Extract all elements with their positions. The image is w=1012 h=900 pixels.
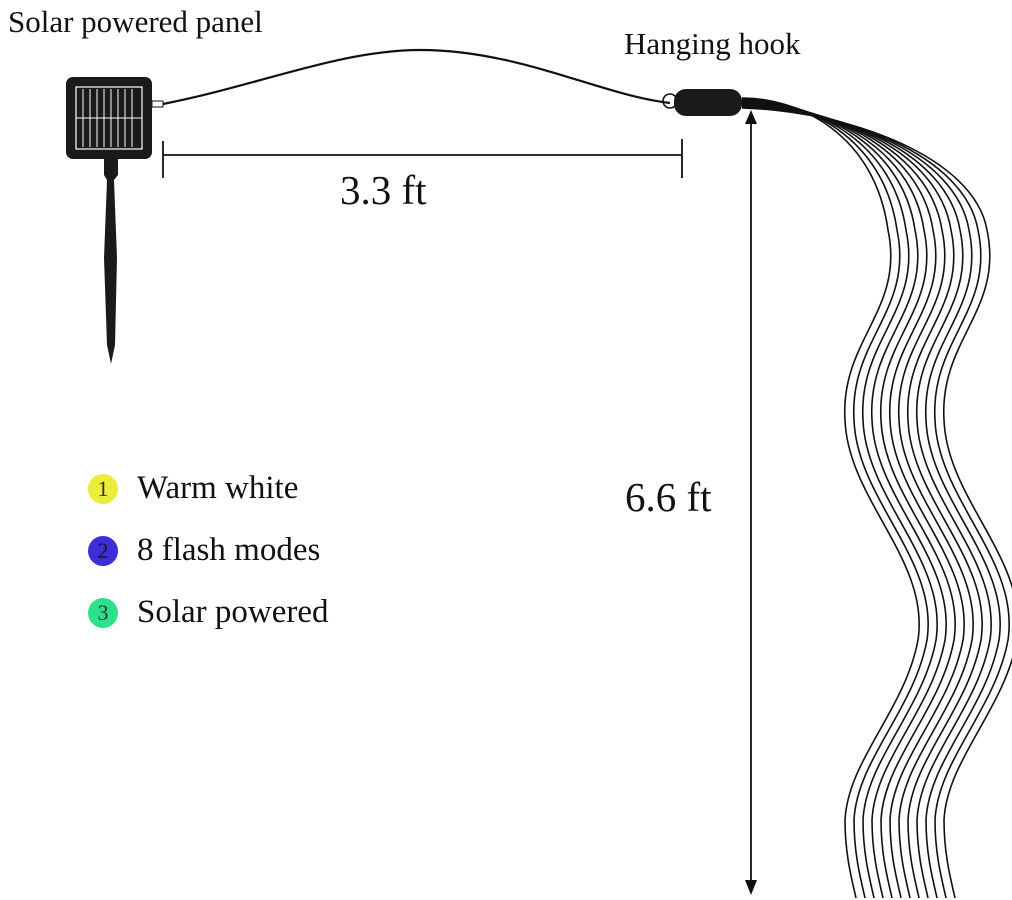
vertical-dimension — [745, 110, 757, 895]
light-strands-icon — [741, 97, 1012, 899]
light-strand — [741, 99, 938, 899]
light-strand — [741, 101, 965, 899]
hanging-hook-icon — [662, 89, 742, 116]
feature-number-badge: 1 — [88, 474, 118, 504]
connecting-wire — [162, 48, 671, 106]
light-strand — [741, 98, 929, 899]
feature-number-badge: 2 — [88, 536, 118, 566]
light-strand — [741, 107, 1012, 899]
solar-panel-label: Solar powered panel — [8, 4, 263, 39]
light-strand — [741, 102, 974, 899]
ground-stake-icon — [104, 159, 118, 364]
horizontal-length-label: 3.3 ft — [340, 167, 427, 213]
solar-panel-icon — [66, 77, 164, 159]
light-strand — [741, 106, 1010, 899]
feature-text: 8 flash modes — [137, 532, 321, 568]
horizontal-dimension — [162, 139, 683, 178]
light-strand — [741, 99, 947, 899]
feature-text: Warm white — [137, 470, 299, 506]
feature-number-badge: 3 — [88, 598, 118, 628]
light-strand — [741, 103, 983, 899]
light-strand — [741, 105, 1001, 899]
light-strand — [741, 97, 920, 899]
feature-text: Solar powered — [137, 594, 329, 630]
light-strand — [741, 104, 992, 899]
hanging-hook-label: Hanging hook — [624, 26, 801, 61]
light-strand — [741, 100, 956, 899]
vertical-length-label: 6.6 ft — [625, 474, 712, 520]
